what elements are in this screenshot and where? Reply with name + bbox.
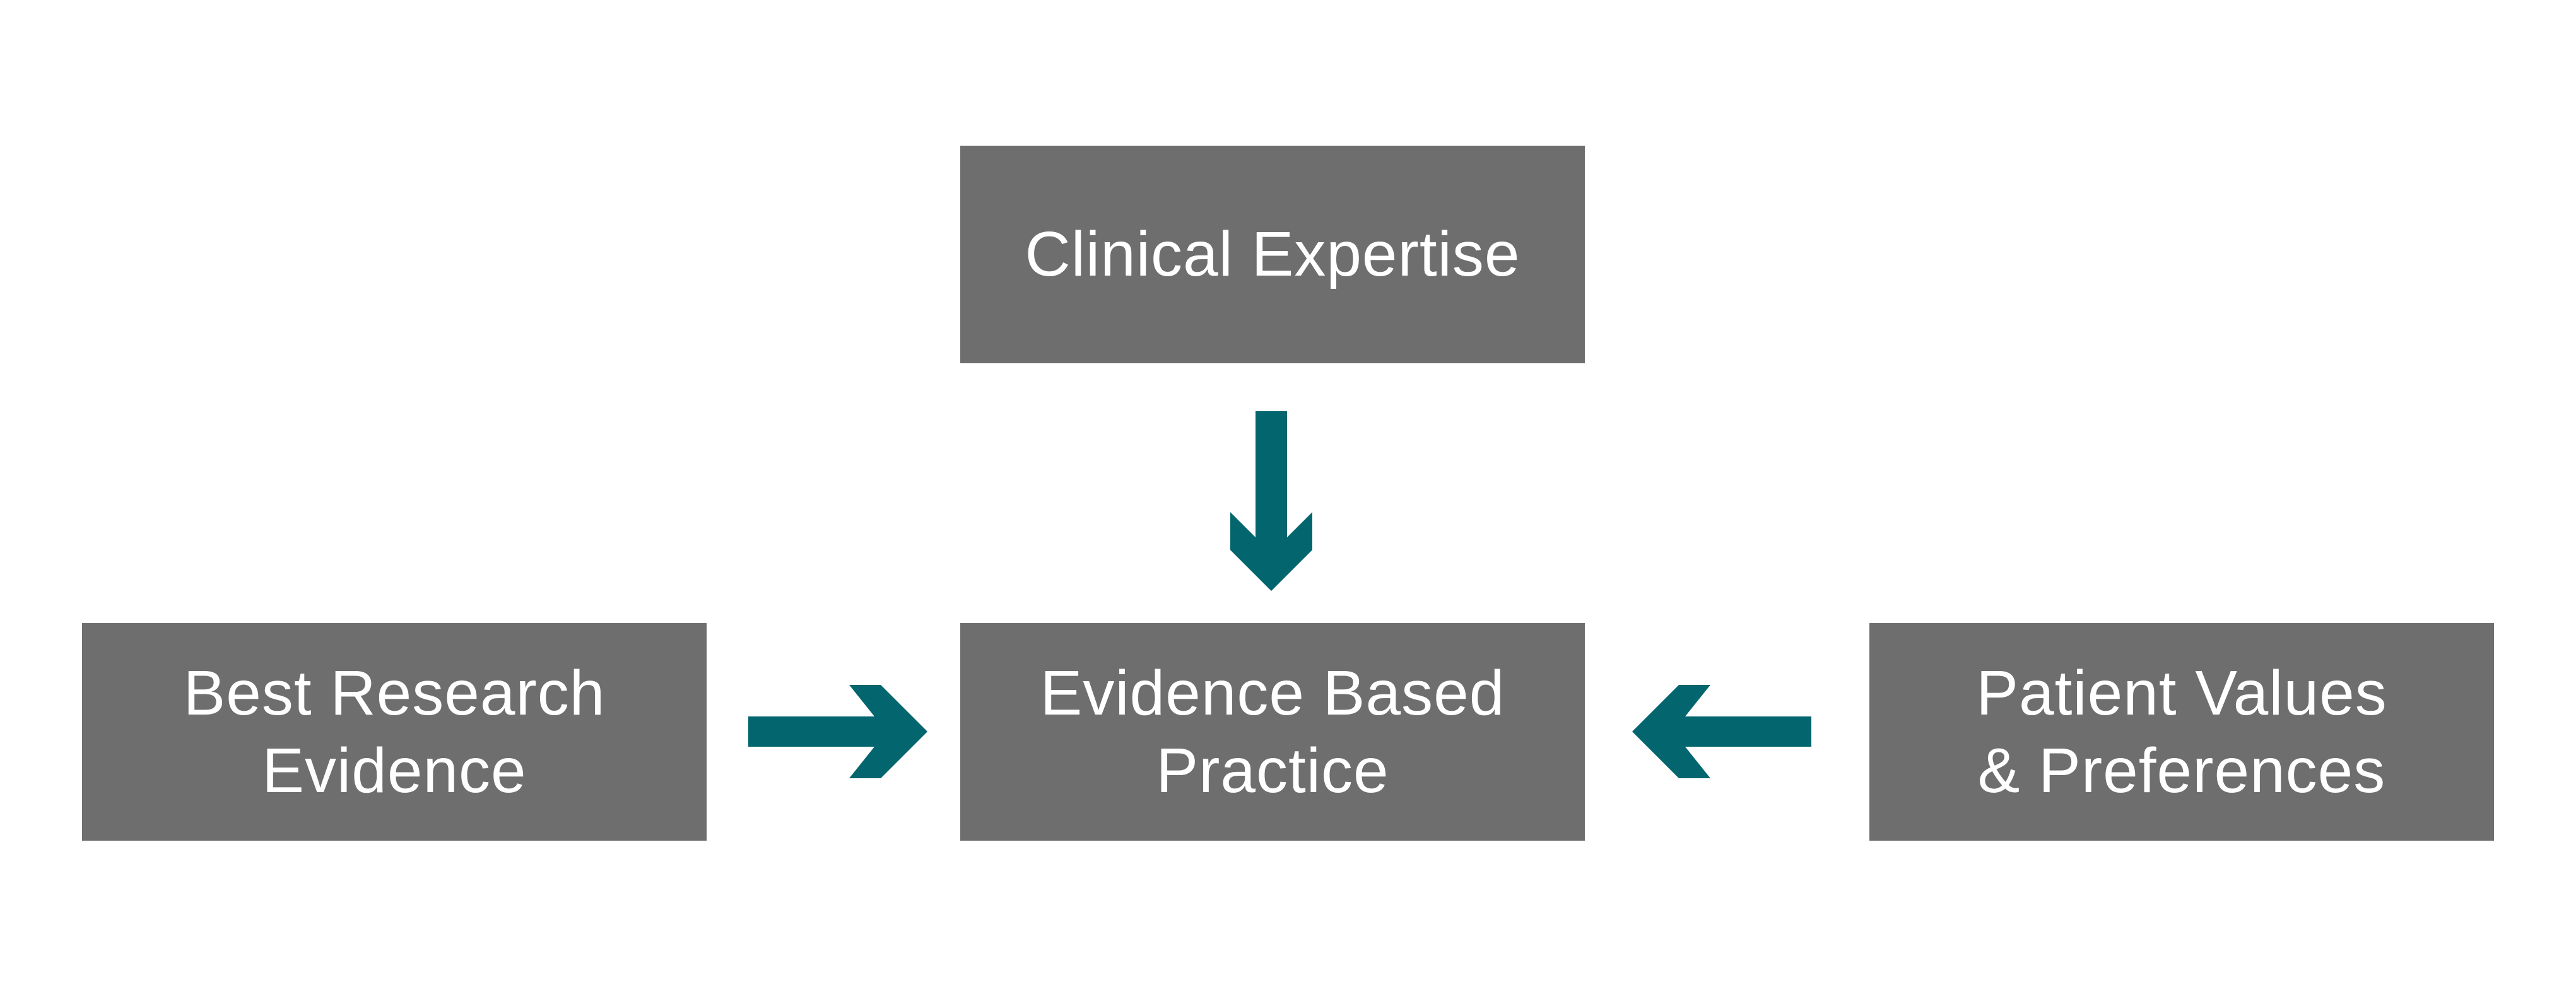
best-research-evidence-line-1: Best Research [183,657,606,728]
evidence-based-practice-line-2: Practice [1156,735,1389,806]
arrow-right-icon [748,685,927,778]
evidence-based-practice-label: Evidence Based Practice [1040,655,1505,810]
arrow-down-icon [1230,411,1312,591]
patient-values-preferences-line-2: & Preferences [1977,735,2386,806]
patient-values-preferences-label: Patient Values & Preferences [1976,655,2387,810]
patient-values-preferences-box: Patient Values & Preferences [1869,623,2494,841]
clinical-expertise-line-1: Clinical Expertise [1025,219,1520,289]
patient-values-preferences-line-1: Patient Values [1976,657,2387,728]
evidence-based-practice-line-1: Evidence Based [1040,657,1505,728]
best-research-evidence-box: Best Research Evidence [82,623,707,841]
best-research-evidence-label: Best Research Evidence [184,655,606,810]
best-research-evidence-line-2: Evidence [262,735,527,806]
clinical-expertise-box: Clinical Expertise [960,146,1585,363]
evidence-based-practice-box: Evidence Based Practice [960,623,1585,841]
arrow-left-icon [1632,685,1811,778]
clinical-expertise-label: Clinical Expertise [1025,216,1520,293]
